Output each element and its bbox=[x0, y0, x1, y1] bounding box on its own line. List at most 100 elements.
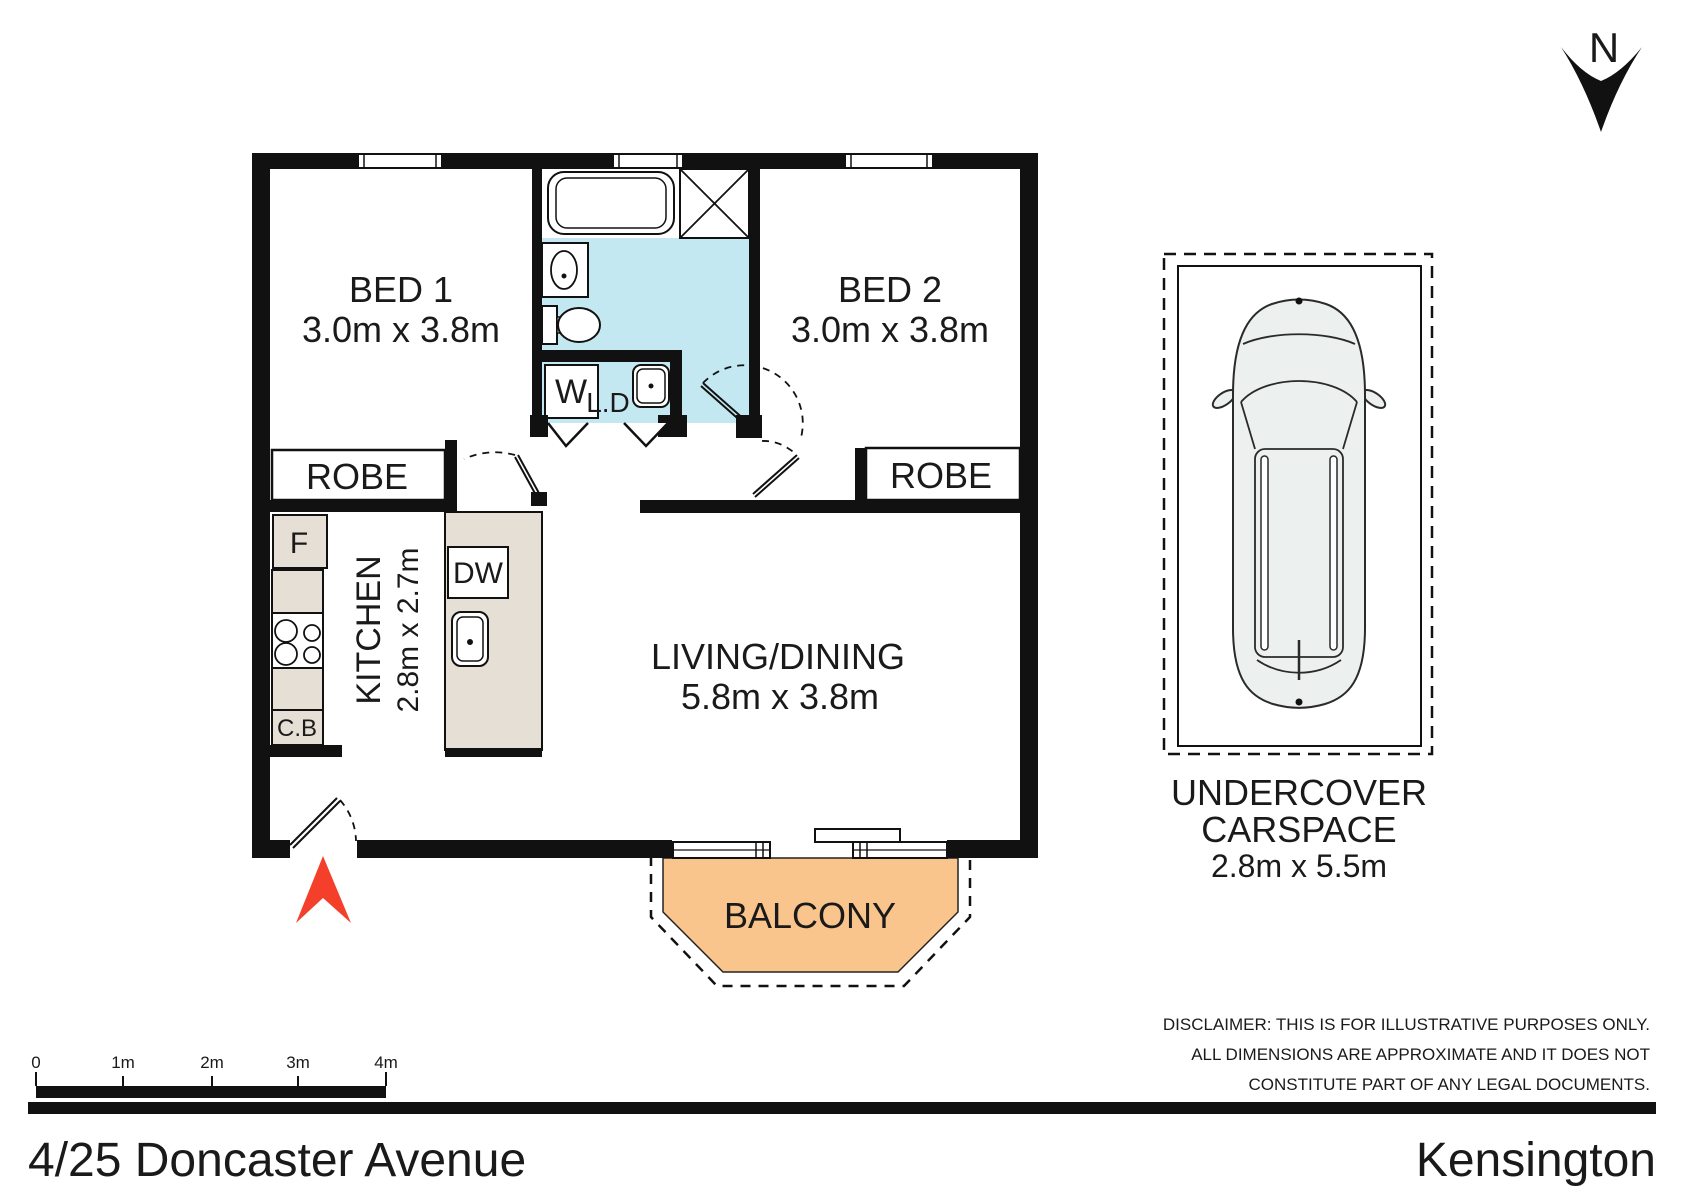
kitchen-dims-label: 2.8m x 2.7m bbox=[392, 547, 425, 712]
robe2-label: ROBE bbox=[890, 455, 992, 496]
bed1-door-swing bbox=[463, 451, 516, 460]
doors bbox=[289, 364, 804, 849]
wall-hall-left bbox=[268, 500, 457, 512]
disclaimer-line1: DISCLAIMER: THIS IS FOR ILLUSTRATIVE PUR… bbox=[1163, 1015, 1650, 1034]
car-pillar bbox=[1342, 401, 1358, 450]
sink-drain bbox=[467, 639, 473, 645]
bed1-name-label: BED 1 bbox=[349, 269, 453, 310]
laundry-label: L.D bbox=[586, 387, 630, 418]
wall-bath-bed2 bbox=[749, 169, 760, 437]
post-robe1-right bbox=[445, 440, 457, 512]
bed2-name-label: BED 2 bbox=[838, 269, 942, 310]
car-illustration bbox=[1211, 297, 1387, 709]
cupboard-label: C.B bbox=[277, 715, 317, 742]
footer-divider bbox=[28, 1102, 1656, 1114]
slider-panel-outer bbox=[814, 828, 901, 843]
window-bath bbox=[612, 153, 684, 169]
kitchen-name-label: KITCHEN bbox=[350, 555, 388, 704]
laundry-tub-inner bbox=[636, 368, 666, 404]
car-roof-rail bbox=[1329, 455, 1338, 651]
cupboard bbox=[271, 709, 324, 746]
toilet-cistern bbox=[541, 305, 558, 345]
island-bottom-bar bbox=[445, 748, 542, 757]
entry-door-swing bbox=[339, 799, 357, 842]
car-pillar bbox=[1240, 401, 1256, 450]
fixture-labels: W L.D DW F C.B bbox=[277, 373, 630, 742]
shower-cross bbox=[680, 169, 749, 238]
bathtub bbox=[547, 171, 675, 235]
walls bbox=[252, 153, 1038, 858]
wall-kitchen-stub bbox=[268, 745, 342, 757]
scale-tick-label: 0 bbox=[31, 1053, 40, 1072]
wall-right bbox=[1020, 153, 1038, 858]
kitchen-sink-inner bbox=[456, 616, 484, 662]
bathroom-door-leaf bbox=[700, 385, 745, 425]
footer-address: 4/25 Doncaster Avenue bbox=[28, 1134, 526, 1187]
kitchen-counter-lower bbox=[271, 667, 324, 712]
post-bath-door bbox=[736, 415, 762, 438]
living-name-label: LIVING/DINING bbox=[651, 636, 905, 677]
wall-bottom-left bbox=[252, 840, 290, 858]
bed1-door-leaf bbox=[514, 456, 538, 498]
scale-tick-label: 4m bbox=[374, 1053, 398, 1072]
bathroom-door-leaf bbox=[702, 382, 747, 422]
bed2-door-swing bbox=[761, 440, 798, 456]
carspace: UNDERCOVER CARSPACE 2.8m x 5.5m bbox=[1162, 252, 1434, 884]
wall-bottom-right bbox=[947, 840, 1038, 858]
balcony-sliding-doors bbox=[672, 828, 948, 859]
car-hood-line bbox=[1242, 333, 1356, 345]
bathtub-inner bbox=[555, 177, 667, 229]
tub-drain bbox=[648, 383, 654, 389]
laundry-bifold-right bbox=[623, 422, 669, 448]
entry-door-leaf bbox=[292, 800, 341, 849]
car-windshield bbox=[1240, 380, 1358, 403]
disclaimer-line3: CONSTITUTE PART OF ANY LEGAL DOCUMENTS. bbox=[1249, 1075, 1650, 1094]
scale-bar-rect bbox=[36, 1086, 386, 1098]
vanity-basin bbox=[550, 250, 578, 290]
north-label: N bbox=[1589, 24, 1619, 71]
dishwasher bbox=[447, 546, 509, 599]
burner bbox=[303, 646, 321, 664]
post-robe2-left bbox=[855, 448, 866, 500]
kitchen-counter-upper bbox=[271, 569, 324, 615]
scale-tick-label: 2m bbox=[200, 1053, 224, 1072]
laundry-bifold-left bbox=[547, 422, 589, 448]
windows bbox=[357, 153, 934, 169]
room-labels: BED 1 3.0m x 3.8m BED 2 3.0m x 3.8m LIVI… bbox=[302, 269, 992, 936]
north-arrow-icon bbox=[1561, 47, 1642, 132]
entry-door-leaf bbox=[289, 797, 338, 846]
carspace-label-line2: CARSPACE bbox=[1201, 809, 1396, 850]
bathroom-door-swing bbox=[702, 364, 804, 442]
living-dims-label: 5.8m x 3.8m bbox=[681, 676, 879, 717]
kitchen-fixtures bbox=[271, 511, 543, 751]
window-bed2 bbox=[844, 153, 934, 169]
burner bbox=[274, 619, 298, 643]
scale-ticks bbox=[35, 1072, 387, 1086]
scale-tick-label: 3m bbox=[286, 1053, 310, 1072]
wall-laundry-right bbox=[670, 350, 682, 425]
scale-tick-label: 1m bbox=[111, 1053, 135, 1072]
basin-drain bbox=[561, 273, 567, 279]
bed2-door-leaf bbox=[752, 454, 798, 495]
wall-bed1-bath bbox=[532, 169, 542, 435]
burner bbox=[303, 624, 321, 642]
fridge-label: F bbox=[290, 527, 308, 560]
wall-bottom-main bbox=[357, 840, 672, 858]
fridge bbox=[272, 514, 328, 569]
washer-label: W bbox=[555, 373, 587, 411]
bathroom-fixtures bbox=[541, 168, 750, 419]
carspace-dashed-outline bbox=[1162, 252, 1434, 756]
bed2-door-leaf bbox=[754, 457, 800, 498]
washing-machine bbox=[544, 364, 599, 419]
wall-hall-right bbox=[640, 500, 1020, 513]
disclaimer-line2: ALL DIMENSIONS ARE APPROXIMATE AND IT DO… bbox=[1191, 1045, 1650, 1064]
disclaimer: DISCLAIMER: THIS IS FOR ILLUSTRATIVE PUR… bbox=[1163, 1015, 1650, 1094]
burner bbox=[274, 642, 298, 666]
car-badge-rear bbox=[1295, 698, 1303, 706]
dishwasher-label: DW bbox=[453, 557, 504, 590]
window-bed1 bbox=[357, 153, 443, 169]
car-badge-front bbox=[1295, 297, 1303, 305]
post-laundry-left bbox=[530, 415, 548, 437]
